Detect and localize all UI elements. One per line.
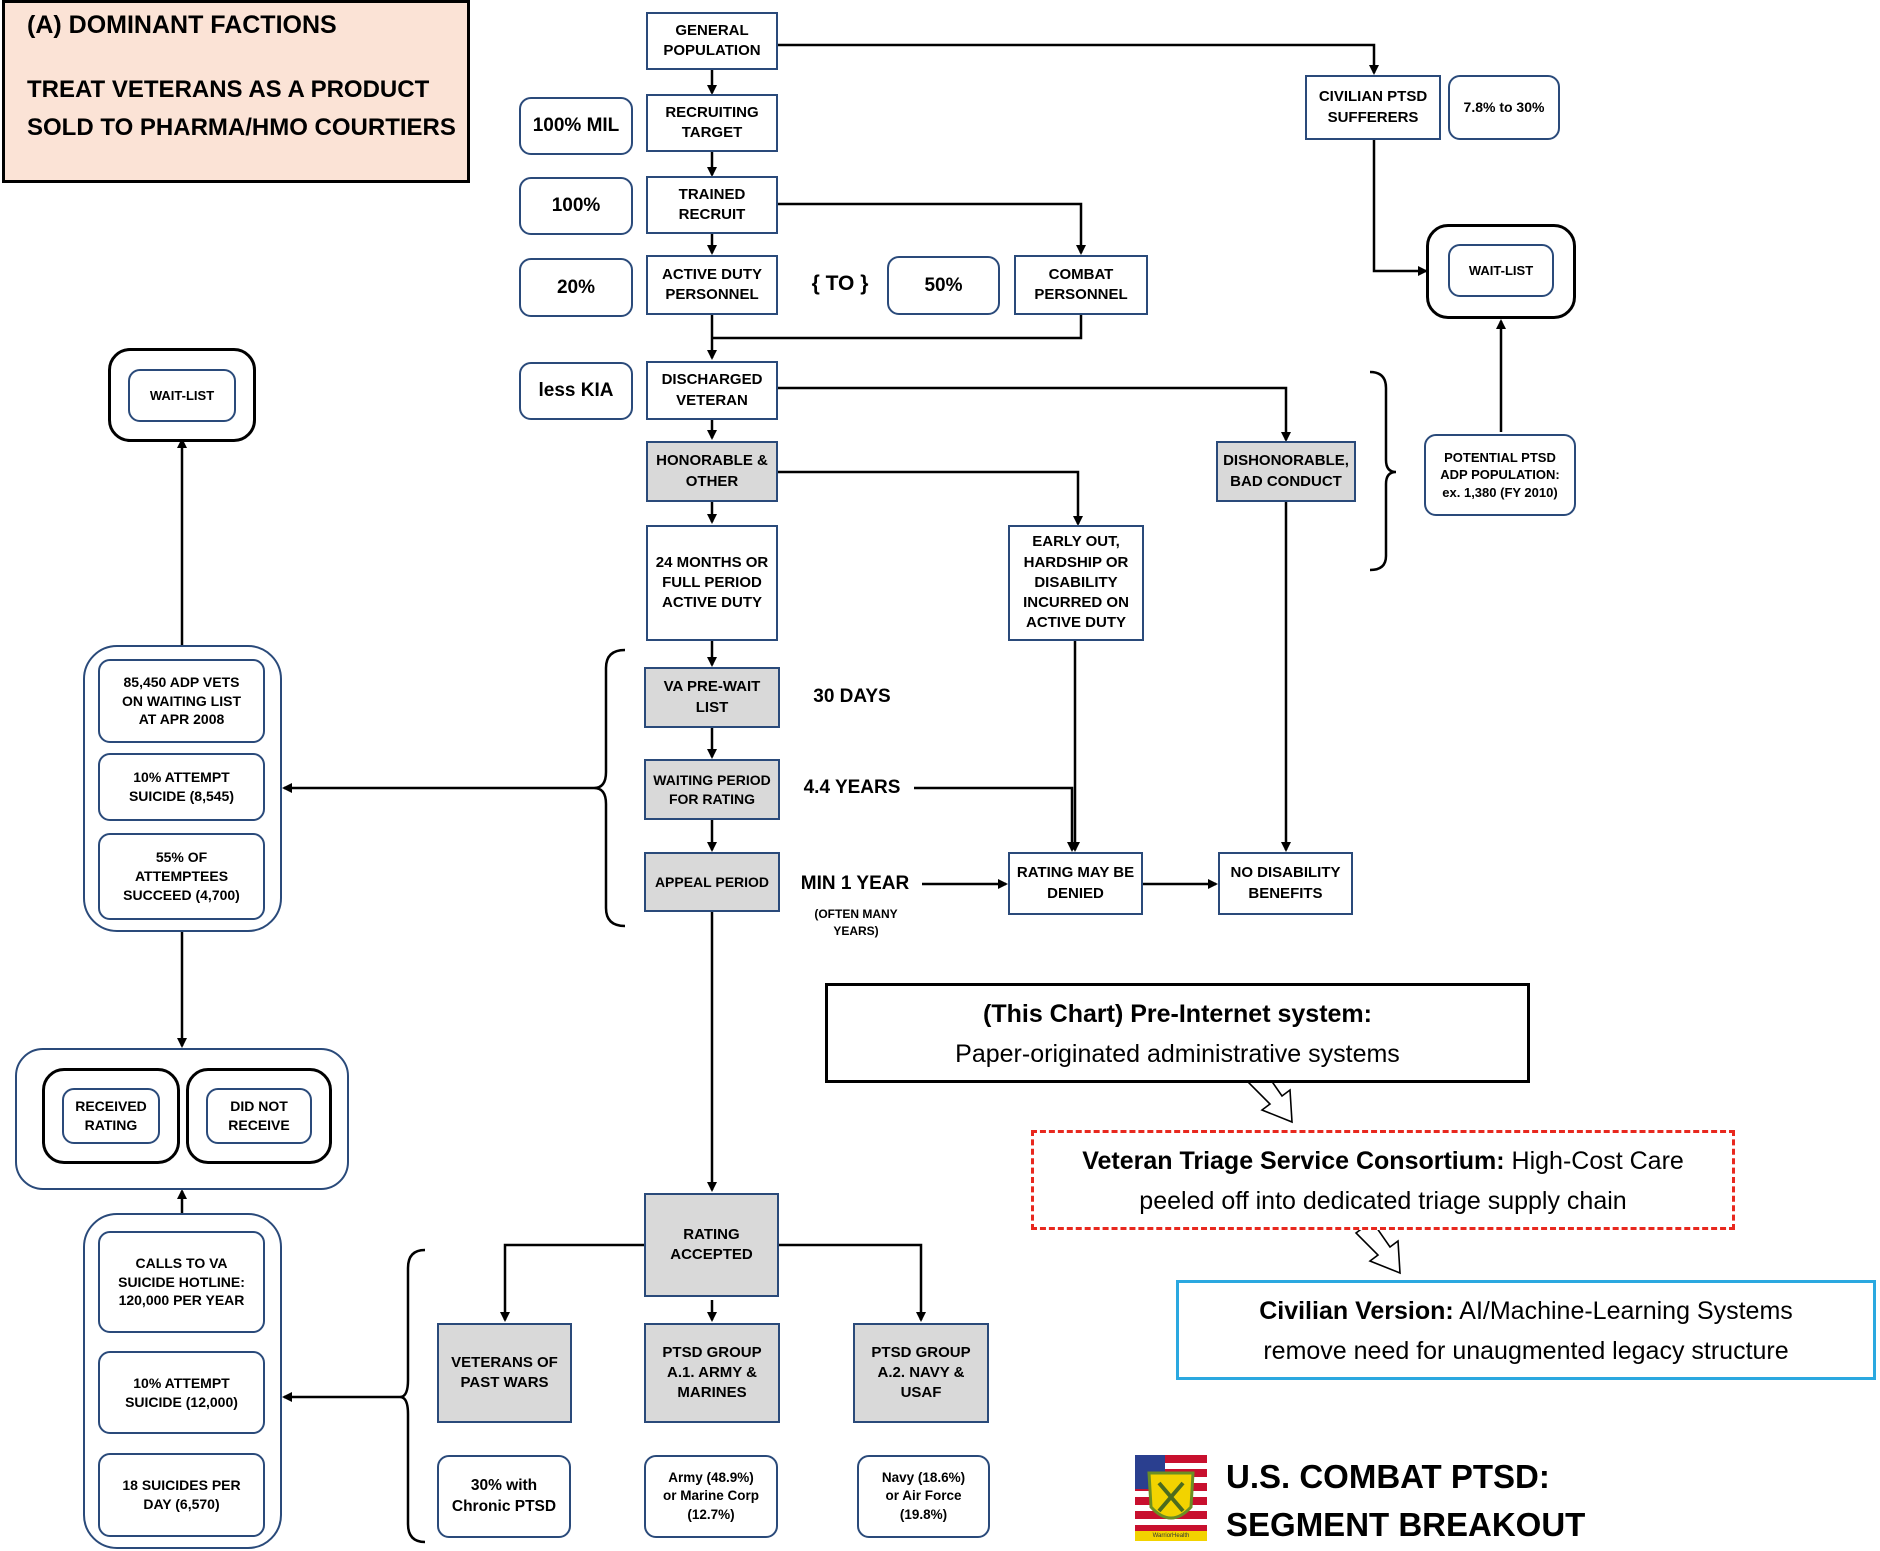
triage-title: Veteran Triage Service Consortium: (1082, 1147, 1505, 1175)
trained-recruit-box: TRAINED RECRUIT (646, 176, 778, 234)
calls-hotline-box: CALLS TO VA SUICIDE HOTLINE: 120,000 PER… (98, 1231, 265, 1333)
early-out-box: EARLY OUT, HARDSHIP OR DISABILITY INCURR… (1008, 525, 1144, 641)
combat-personnel-box: COMBAT PERSONNEL (1014, 255, 1148, 315)
no-disability-box: NO DISABILITY BENEFITS (1218, 852, 1353, 915)
pre-internet-text: Paper-originated administrative systems (955, 1040, 1400, 1068)
warrior-health-logo: WarriorHealth (1135, 1455, 1207, 1541)
va-prewait-box: VA PRE-WAIT LIST (644, 667, 780, 728)
army-box: Army (48.9%) or Marine Corp (12.7%) (644, 1455, 778, 1538)
wait-list-right-box: WAIT-LIST (1448, 244, 1554, 297)
rating-accepted-box: RATING ACCEPTED (644, 1193, 779, 1297)
years44-label: 4.4 YEARS (803, 777, 901, 798)
suicides-per-day-box: 18 SUICIDES PER DAY (6,570) (98, 1453, 265, 1537)
ptsd-group-a2-box: PTSD GROUP A.2. NAVY & USAF (853, 1323, 989, 1423)
waiting-list-box: 85,450 ADP VETS ON WAITING LIST AT APR 2… (98, 659, 265, 743)
civilian-range-box: 7.8% to 30% (1448, 75, 1560, 140)
civilian-text-1: AI/Machine-Learning Systems (1453, 1297, 1793, 1325)
attempt-suicide-1-box: 10% ATTEMPT SUICIDE (8,545) (98, 753, 265, 821)
months24-box: 24 MONTHS OR FULL PERIOD ACTIVE DUTY (646, 525, 778, 641)
navy-box: Navy (18.6%) or Air Force (19.8%) (857, 1455, 990, 1538)
p100-box: 100% (519, 177, 633, 235)
appeal-period-box: APPEAL PERIOD (644, 852, 780, 912)
pre-internet-note: (This Chart) Pre-Internet system: Paper-… (825, 983, 1530, 1083)
recruiting-target-box: RECRUITING TARGET (646, 94, 778, 152)
p20-box: 20% (519, 258, 633, 317)
potential-ptsd-box: POTENTIAL PTSD ADP POPULATION: ex. 1,380… (1424, 434, 1576, 516)
chronic-box: 30% with Chronic PTSD (437, 1455, 571, 1538)
to-label: { TO } (811, 272, 869, 295)
general-population-box: GENERAL POPULATION (646, 12, 778, 70)
rating-denied-box: RATING MAY BE DENIED (1008, 852, 1143, 915)
triage-note: Veteran Triage Service Consortium: High-… (1031, 1130, 1735, 1230)
ptsd-group-a1-box: PTSD GROUP A.1. ARMY & MARINES (644, 1323, 780, 1423)
waiting-period-box: WAITING PERIOD FOR RATING (644, 759, 780, 820)
civilian-title: Civilian Version: (1259, 1297, 1454, 1325)
factions-panel: (A) DOMINANT FACTIONS TREAT VETERANS AS … (2, 0, 470, 183)
civilian-text-2: remove need for unaugmented legacy struc… (1263, 1337, 1789, 1365)
brand-title-2: SEGMENT BREAKOUT (1226, 1506, 1586, 1543)
min1year-label: MIN 1 YEAR (800, 873, 910, 894)
days30-label: 30 DAYS (813, 686, 891, 707)
factions-line-1: TREAT VETERANS AS A PRODUCT (27, 76, 430, 103)
often-label: (OFTEN MANY YEARS) (814, 907, 898, 939)
dishonorable-box: DISHONORABLE, BAD CONDUCT (1216, 441, 1356, 502)
active-duty-box: ACTIVE DUTY PERSONNEL (646, 255, 778, 315)
veterans-past-wars-box: VETERANS OF PAST WARS (437, 1323, 572, 1423)
civilian-version-note: Civilian Version: AI/Machine-Learning Sy… (1176, 1280, 1876, 1380)
triage-line-1: Veteran Triage Service Consortium: High-… (1034, 1141, 1732, 1181)
factions-line-2: SOLD TO PHARMA/HMO COURTIERS (27, 114, 456, 141)
discharged-veteran-box: DISCHARGED VETERAN (646, 361, 778, 420)
received-rating-box: RECEIVED RATING (62, 1088, 160, 1144)
triage-text-1: High-Cost Care (1504, 1147, 1684, 1175)
brand-title-1: U.S. COMBAT PTSD: (1226, 1458, 1550, 1495)
pre-internet-title: (This Chart) Pre-Internet system: (983, 1000, 1372, 1028)
attempt-suicide-2-box: 10% ATTEMPT SUICIDE (12,000) (98, 1351, 265, 1434)
mil100-box: 100% MIL (519, 97, 633, 155)
civilian-line-1: Civilian Version: AI/Machine-Learning Sy… (1179, 1291, 1873, 1331)
logo-caption: WarriorHealth (1152, 1533, 1190, 1539)
honorable-box: HONORABLE & OTHER (646, 441, 778, 502)
factions-heading: (A) DOMINANT FACTIONS (27, 11, 337, 39)
civilian-ptsd-box: CIVILIAN PTSD SUFFERERS (1305, 75, 1441, 140)
triage-text-2: peeled off into dedicated triage supply … (1139, 1187, 1627, 1215)
did-not-receive-box: DID NOT RECEIVE (206, 1088, 312, 1144)
wait-list-left-box: WAIT-LIST (128, 369, 236, 422)
p50-box: 50% (887, 256, 1000, 315)
succeed-box: 55% OF ATTEMPTEES SUCCEED (4,700) (98, 833, 265, 920)
less-kia-box: less KIA (519, 362, 633, 420)
